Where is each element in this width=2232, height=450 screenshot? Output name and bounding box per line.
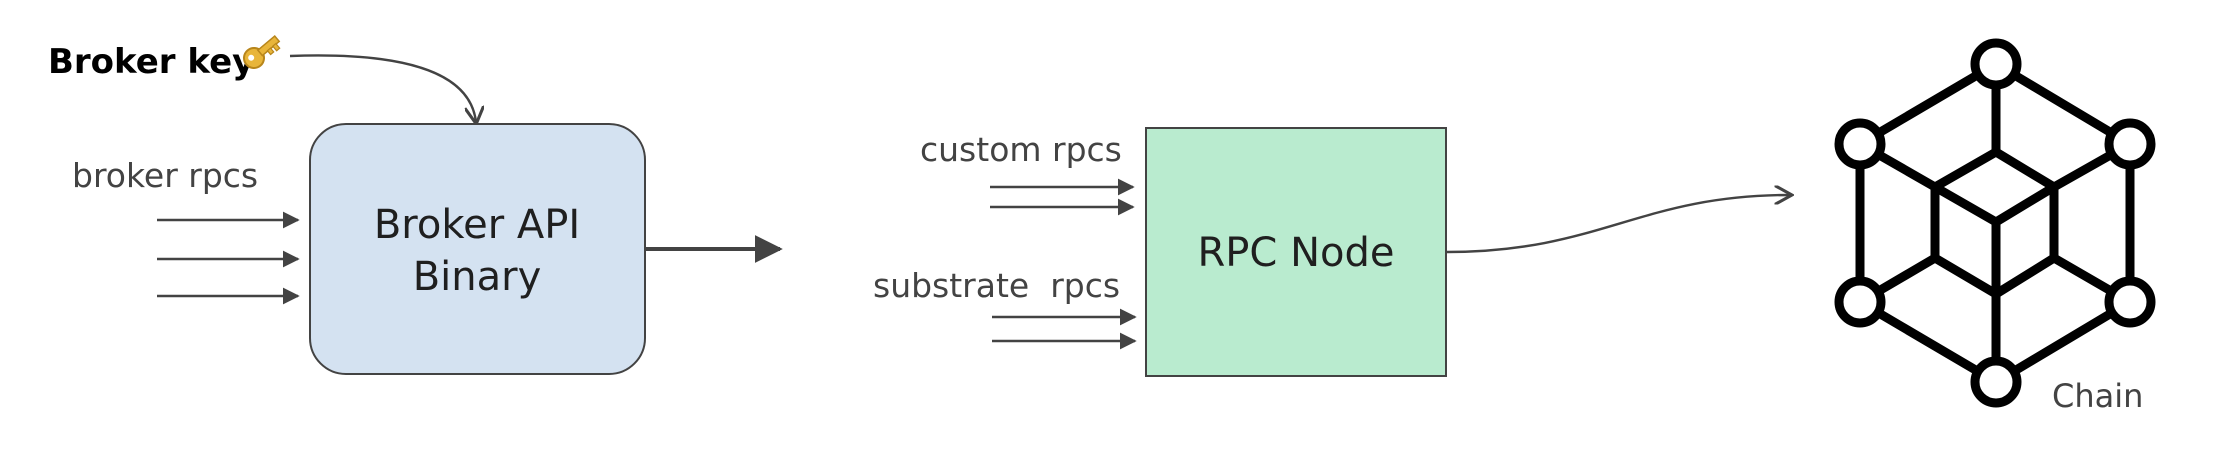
broker-rpcs-label: broker rpcs (72, 156, 258, 195)
rpc-to-chain-arrow (1446, 195, 1790, 254)
substrate-rpcs-label: substrate rpcs (873, 266, 1120, 305)
rpc-node-label: RPC Node (1198, 230, 1395, 276)
broker-key-arrow (289, 54, 476, 122)
broker-key-label: Broker key (48, 42, 254, 82)
custom-rpcs-label: custom rpcs (920, 130, 1122, 169)
broker-api-box (309, 123, 646, 375)
broker-api-subtitle: Binary (413, 254, 542, 300)
blockchain-cube-icon (1834, 38, 2156, 408)
broker-api-title: Broker API (374, 202, 580, 248)
chain-label: Chain (2052, 377, 2143, 415)
key-icon (243, 34, 281, 69)
rpc-node-box (1145, 127, 1447, 377)
